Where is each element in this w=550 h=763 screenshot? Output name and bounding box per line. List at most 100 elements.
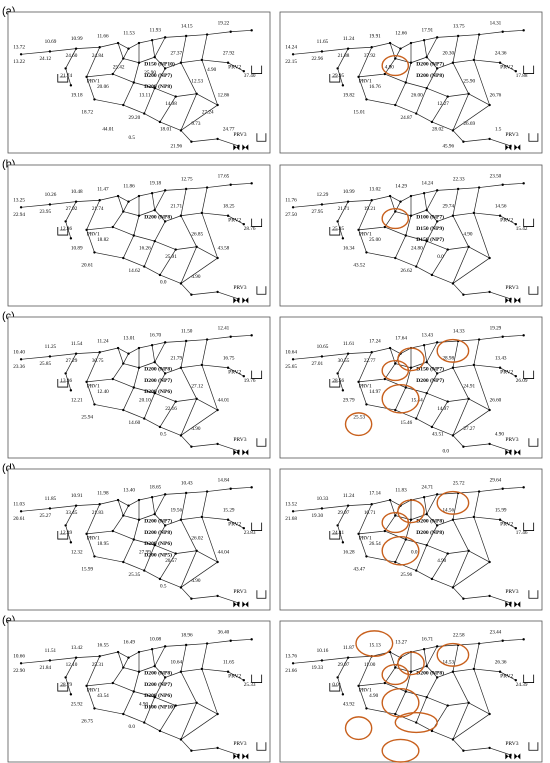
pressure-value: 14.24 <box>285 45 297 51</box>
pressure-value: 14.97 <box>437 406 449 412</box>
pipe-diameter-label: D200 (NP6) <box>144 540 172 547</box>
pipe-segment <box>196 550 218 563</box>
junction-node <box>229 335 232 338</box>
pressure-value: 4.90 <box>495 431 504 437</box>
pipe-segment <box>366 252 396 259</box>
valve-icon <box>505 144 512 151</box>
pipe-segment <box>128 42 140 49</box>
pressure-value: 12.86 <box>218 93 230 99</box>
pipe-segment <box>395 58 412 64</box>
junction-node <box>451 518 455 521</box>
prv-label: PRV3 <box>505 437 518 443</box>
pressure-value: 28.56 <box>332 378 344 384</box>
junction-node <box>357 75 360 79</box>
junction-node <box>179 61 183 64</box>
highlight-ellipse <box>397 499 425 524</box>
pressure-value: 10.48 <box>71 189 83 195</box>
pipe-segment <box>321 353 349 357</box>
pipe-segment <box>437 62 454 69</box>
pressure-value: 16.70 <box>149 333 161 339</box>
pipe-segment <box>452 130 464 142</box>
junction-node <box>488 594 491 598</box>
pressure-value: 29.64 <box>490 478 502 484</box>
pressure-value: 14.31 <box>490 21 502 27</box>
pipe-diameter-label: D200 (NP8) <box>416 518 444 525</box>
pipe-segment <box>94 708 124 715</box>
pipe-segment <box>447 246 469 250</box>
pressure-value: 16.49 <box>123 640 135 646</box>
pressure-value: 0.0 <box>442 448 449 454</box>
pipe-segment <box>437 492 459 495</box>
pipe-segment <box>358 229 367 253</box>
reservoir-tank-icon <box>251 522 263 531</box>
pipe-segment <box>431 249 448 276</box>
junction-node <box>179 738 183 741</box>
junction-node <box>85 228 88 232</box>
pipe-segment <box>86 682 113 687</box>
pressure-value: 19.82 <box>343 93 355 99</box>
pressure-value: 19.30 <box>311 513 323 519</box>
pressure-value: 12.41 <box>218 326 230 332</box>
highlight-ellipse <box>381 535 420 566</box>
pipe-segment <box>196 93 218 106</box>
pipe-segment <box>473 364 501 369</box>
junction-node <box>341 389 345 392</box>
pipe-segment <box>186 187 208 190</box>
pipe-segment <box>123 211 140 217</box>
junction-node <box>346 352 350 355</box>
pipe-segment <box>86 381 95 405</box>
pipe-segment <box>180 130 192 142</box>
pressure-value: 0.0 <box>160 279 167 285</box>
junction-node <box>456 187 460 191</box>
pipe-segment <box>452 62 469 94</box>
junction-node <box>143 417 146 420</box>
pressure-value: 11.24 <box>97 338 109 344</box>
pipe-segment <box>133 62 140 83</box>
junction-node <box>451 129 455 132</box>
pipe-segment <box>452 671 469 703</box>
pressure-value: 22.58 <box>453 633 465 639</box>
pipe-segment <box>384 530 406 540</box>
pressure-value: 20.10 <box>139 398 151 404</box>
junction-node <box>357 380 360 384</box>
pipe-segment <box>180 35 187 63</box>
junction-node <box>137 498 141 502</box>
pipe-segment <box>384 226 406 236</box>
pipe-segment <box>165 492 187 495</box>
pipe-segment <box>122 353 129 364</box>
pressure-value: 24.87 <box>401 115 413 121</box>
pipe-segment <box>424 646 438 650</box>
pressure-value: 9.73 <box>191 121 200 127</box>
pipe-segment <box>201 187 208 214</box>
junction-node <box>111 225 115 229</box>
pressure-value: 30.75 <box>92 358 104 364</box>
pipe-segment <box>180 104 218 131</box>
pressure-value: 21.68 <box>285 516 297 522</box>
pipe-segment <box>151 40 156 58</box>
pipe-segment <box>437 35 459 38</box>
pipe-segment <box>405 235 427 242</box>
pipe-segment <box>217 138 239 147</box>
pipe-segment <box>489 747 511 756</box>
pressure-value: 15.01 <box>353 110 365 116</box>
pressure-value: 26.76 <box>490 93 502 99</box>
pipe-diameter-label: D200 (NP8) <box>416 670 444 677</box>
junction-node <box>64 676 67 679</box>
junction-node <box>158 729 162 733</box>
pipe-segment <box>152 37 166 41</box>
pipe-segment <box>389 651 401 658</box>
pipe-segment <box>437 188 459 191</box>
junction-node <box>501 639 504 642</box>
junction-node <box>164 341 167 344</box>
pressure-value: 19.56 <box>170 507 182 513</box>
pipe-segment <box>143 88 156 114</box>
prv-label: PRV1 <box>87 536 100 542</box>
valve-icon <box>242 144 249 151</box>
pipe-segment <box>499 671 516 681</box>
junction-node <box>488 137 491 141</box>
pressure-value: 28.02 <box>432 126 444 132</box>
pipe-diameter-label: D200 (NP8) <box>416 72 444 79</box>
pipe-segment <box>437 340 459 343</box>
pressure-value: 22.33 <box>453 177 465 183</box>
